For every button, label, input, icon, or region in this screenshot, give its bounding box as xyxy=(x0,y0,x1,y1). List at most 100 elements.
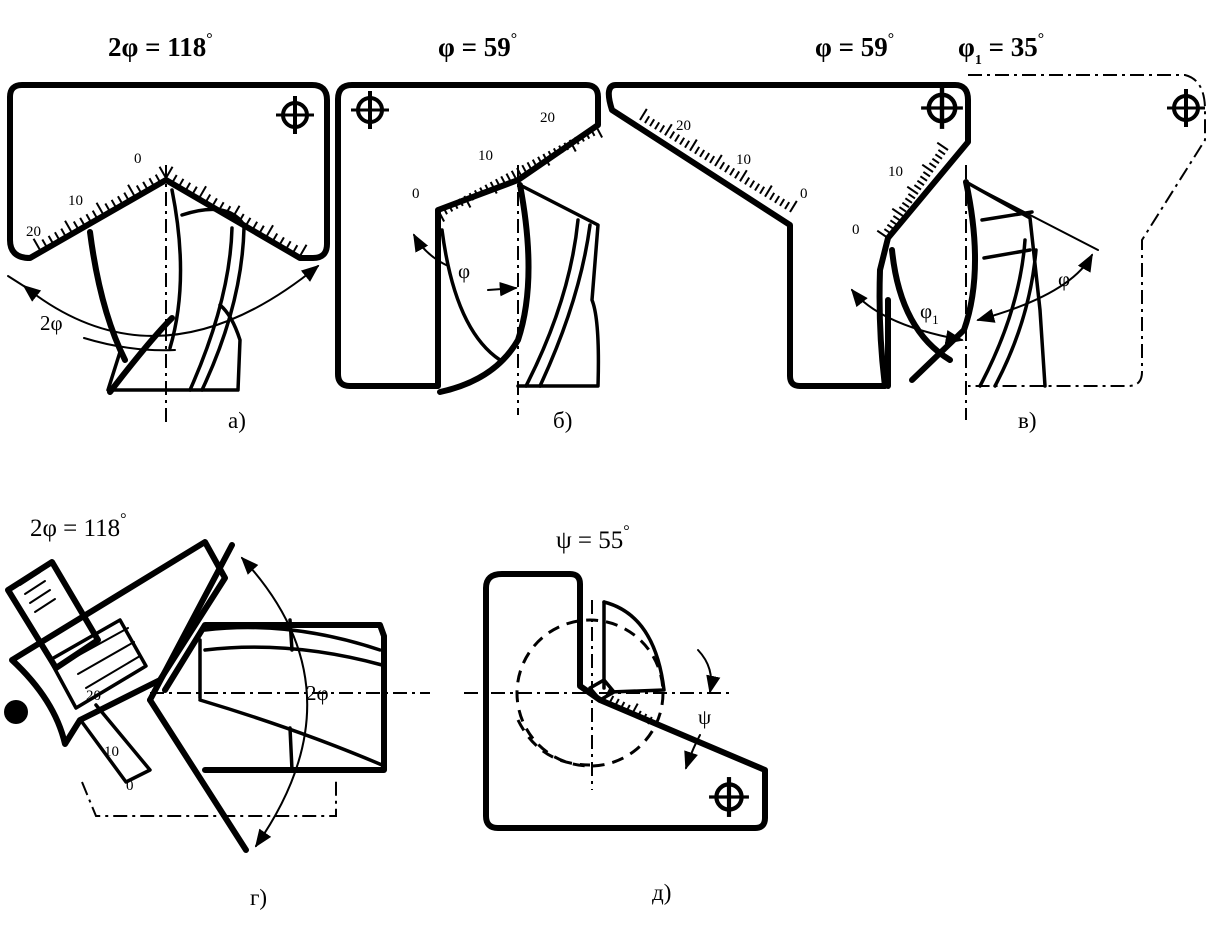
scale-tick xyxy=(916,179,925,187)
scale-tick xyxy=(191,186,198,195)
scale-tick xyxy=(684,140,691,149)
scale-tick xyxy=(91,210,98,219)
scale-tick xyxy=(542,153,551,166)
figure-v-title-right: φ1 = 35° xyxy=(958,31,1044,68)
scale-tick xyxy=(719,161,726,170)
scale-tick xyxy=(584,131,591,140)
scale-tick xyxy=(714,154,723,167)
figure-g-lower-jaw xyxy=(147,697,249,853)
figure-b-gauge-body xyxy=(335,82,601,389)
scale-tick xyxy=(669,131,676,139)
scale-tick xyxy=(630,703,639,716)
scale-tick xyxy=(744,177,751,185)
scale-tick xyxy=(641,713,648,722)
scale-tick xyxy=(568,139,577,152)
scale-tick xyxy=(774,195,781,204)
figure-a-scale-0: 0 xyxy=(134,151,142,167)
scale-tick xyxy=(252,221,258,230)
figure-d-scale-ticks xyxy=(603,688,653,725)
figure-b-angle-label: φ xyxy=(458,259,470,283)
scale-tick xyxy=(886,223,895,231)
figure-d-drill-chisel-edge xyxy=(602,600,666,694)
figure-d-caption: д) xyxy=(652,880,671,905)
figure-d-title: ψ = 55° xyxy=(556,523,630,554)
scale-tick xyxy=(679,137,686,146)
figure-a-drill-flute xyxy=(168,188,183,350)
figure-d-gauge-body xyxy=(483,571,768,831)
figure-v-drill-ribs xyxy=(978,238,1038,388)
figure-v-angle-label: φ xyxy=(1058,267,1070,291)
figure-g-drill-body xyxy=(162,622,387,773)
figure-b-drill-flute xyxy=(437,182,532,395)
figure-v-scale-ticks-left xyxy=(639,108,798,213)
scale-tick xyxy=(595,125,603,138)
scale-tick xyxy=(654,121,661,130)
scale-tick xyxy=(891,207,904,217)
figure-g-upper-jaw xyxy=(147,542,235,703)
scale-tick xyxy=(54,231,60,240)
figure-v-sub-angle-label: φ1 xyxy=(920,299,939,327)
scale-tick xyxy=(699,149,706,158)
scale-tick xyxy=(489,181,498,194)
scale-tick xyxy=(649,118,656,127)
figure-b-drill-rib-2 xyxy=(524,218,580,388)
scale-tick xyxy=(889,219,898,226)
scale-tick xyxy=(754,183,761,192)
scale-tick xyxy=(547,150,554,159)
scale-tick xyxy=(272,232,279,241)
scale-tick xyxy=(779,198,786,207)
scale-tick xyxy=(644,115,651,124)
figure-g-scale-0: 0 xyxy=(126,778,134,794)
scale-tick xyxy=(510,170,517,179)
figure-g-clamp-screw-icon xyxy=(4,700,28,724)
figure-g-angle-label: 2φ xyxy=(306,681,329,705)
scale-tick xyxy=(892,215,901,222)
figure-g-caption: г) xyxy=(250,885,267,910)
scale-tick xyxy=(123,192,130,201)
figure-v-sub-angle-arc xyxy=(850,288,964,345)
scale-tick xyxy=(919,175,928,182)
figure-d-angle-arrow-bottom xyxy=(684,734,701,770)
scale-tick xyxy=(619,701,626,710)
scale-tick xyxy=(659,124,666,133)
scale-tick xyxy=(212,197,218,206)
scale-tick xyxy=(931,157,940,165)
scale-tick xyxy=(463,195,472,208)
scale-tick xyxy=(579,133,585,142)
figure-b-center-mark-icon xyxy=(350,90,390,130)
scale-tick xyxy=(458,198,464,207)
scale-tick xyxy=(154,174,161,183)
scale-tick xyxy=(934,153,943,160)
figure-a-title: 2φ = 118° xyxy=(108,31,213,62)
scale-tick xyxy=(484,184,491,193)
scale-tick xyxy=(907,193,916,200)
figure-v-scale-right-0: 0 xyxy=(852,222,860,238)
scale-tick xyxy=(72,220,79,229)
figure-v-angle-arc xyxy=(976,253,1093,323)
figure-g-vernier-20: 20 xyxy=(86,688,101,704)
figure-v-gauge: φ = 59° φ1 = 35° 20 10 0 10 0 φ φ1 в) xyxy=(605,31,1206,433)
scale-tick xyxy=(299,244,308,257)
scale-tick xyxy=(913,184,922,191)
scale-tick xyxy=(906,185,919,195)
figure-b-drill-left-flute xyxy=(440,228,502,362)
scale-tick xyxy=(500,175,506,184)
scale-tick xyxy=(135,184,142,193)
figure-g-vernier-ticks xyxy=(69,627,141,689)
scale-tick xyxy=(245,217,252,226)
scale-tick xyxy=(64,220,73,233)
figure-b-angle-arrow xyxy=(487,281,518,297)
scale-tick xyxy=(531,159,538,168)
figure-b-scale-20: 20 xyxy=(540,110,555,126)
figure-g-drill-lands xyxy=(198,618,294,772)
figure-b-gauge: φ = 59° 0 10 20 φ б) xyxy=(335,31,603,433)
scale-tick xyxy=(764,185,773,198)
scale-tick xyxy=(625,704,631,713)
scale-tick xyxy=(442,206,448,215)
figure-g-dashdot-outline xyxy=(81,780,337,817)
scale-tick xyxy=(898,206,907,213)
scale-tick xyxy=(664,123,673,136)
scale-tick xyxy=(784,201,791,210)
figure-v-scale-left-0: 0 xyxy=(800,186,808,202)
